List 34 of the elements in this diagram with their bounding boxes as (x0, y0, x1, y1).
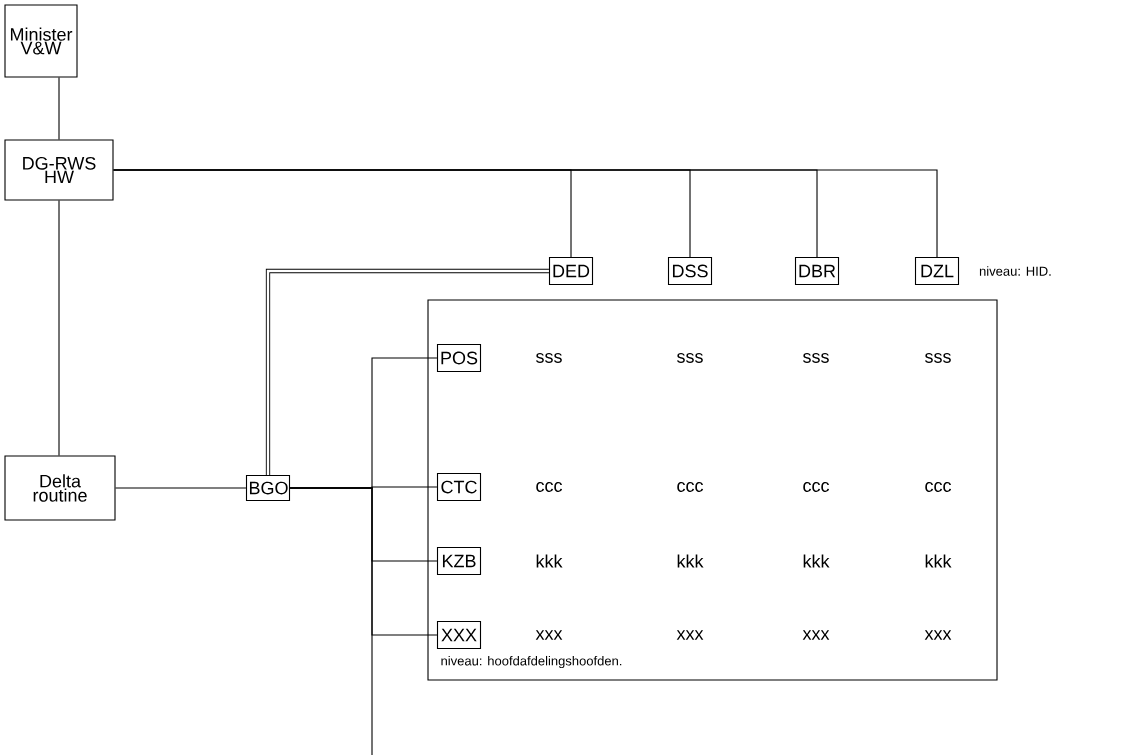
placeholder-code: ccc (536, 482, 563, 492)
placeholder-code: kkk (677, 554, 704, 568)
placeholder-code: sss (925, 353, 951, 363)
org-box: BGO (245, 474, 291, 502)
placeholder-code: sss (677, 353, 703, 363)
connector-line (289, 487, 373, 756)
placeholder-code: sss (803, 353, 829, 363)
placeholder-code: ccc (925, 482, 952, 492)
org-box: DG-RWS HW (4, 139, 114, 201)
placeholder-code: xxx (802, 630, 830, 640)
placeholder-code: kkk (925, 554, 952, 568)
org-box: DSS (667, 256, 713, 286)
placeholder-code: ccc (677, 482, 704, 492)
org-box: Delta routine (4, 455, 116, 521)
org-box: DBR (794, 256, 840, 286)
connector-line (115, 487, 247, 489)
org-box: XXX (436, 620, 482, 650)
placeholder-code: xxx (924, 630, 952, 640)
placeholder-code: xxx (535, 630, 563, 640)
org-box: POS (436, 343, 482, 373)
placeholder-code: kkk (803, 554, 830, 568)
org-box: DZL (914, 256, 960, 286)
level-note: niveau: HID. (979, 266, 1051, 276)
connector-line (58, 77, 60, 140)
org-box: CTC (436, 472, 482, 502)
placeholder-code: ccc (803, 482, 830, 492)
org-box: DED (548, 256, 594, 286)
org-box: Minister V&W (4, 4, 78, 78)
placeholder-code: sss (536, 353, 562, 363)
placeholder-code: xxx (676, 630, 704, 640)
connector-line (265, 268, 549, 475)
connector-line (58, 200, 60, 456)
org-box: KZB (436, 546, 482, 576)
placeholder-code: kkk (536, 554, 563, 568)
